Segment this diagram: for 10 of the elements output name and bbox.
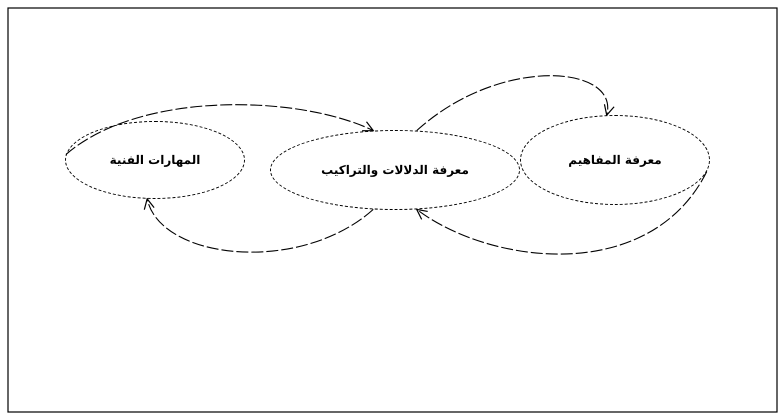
concept-label: معرفة المفاهيم (568, 153, 662, 167)
curved-arrow (66, 104, 374, 156)
concept-ellipse (520, 115, 710, 205)
concept-label: معرفة الدلالات والتراكيب (321, 163, 469, 177)
concept-label: المهارات الفنية (110, 153, 200, 167)
concept-ellipse (65, 121, 245, 199)
curved-arrow (416, 171, 708, 254)
concept-ellipse (270, 130, 520, 210)
curved-arrow (416, 75, 613, 132)
curved-arrow (146, 198, 374, 252)
